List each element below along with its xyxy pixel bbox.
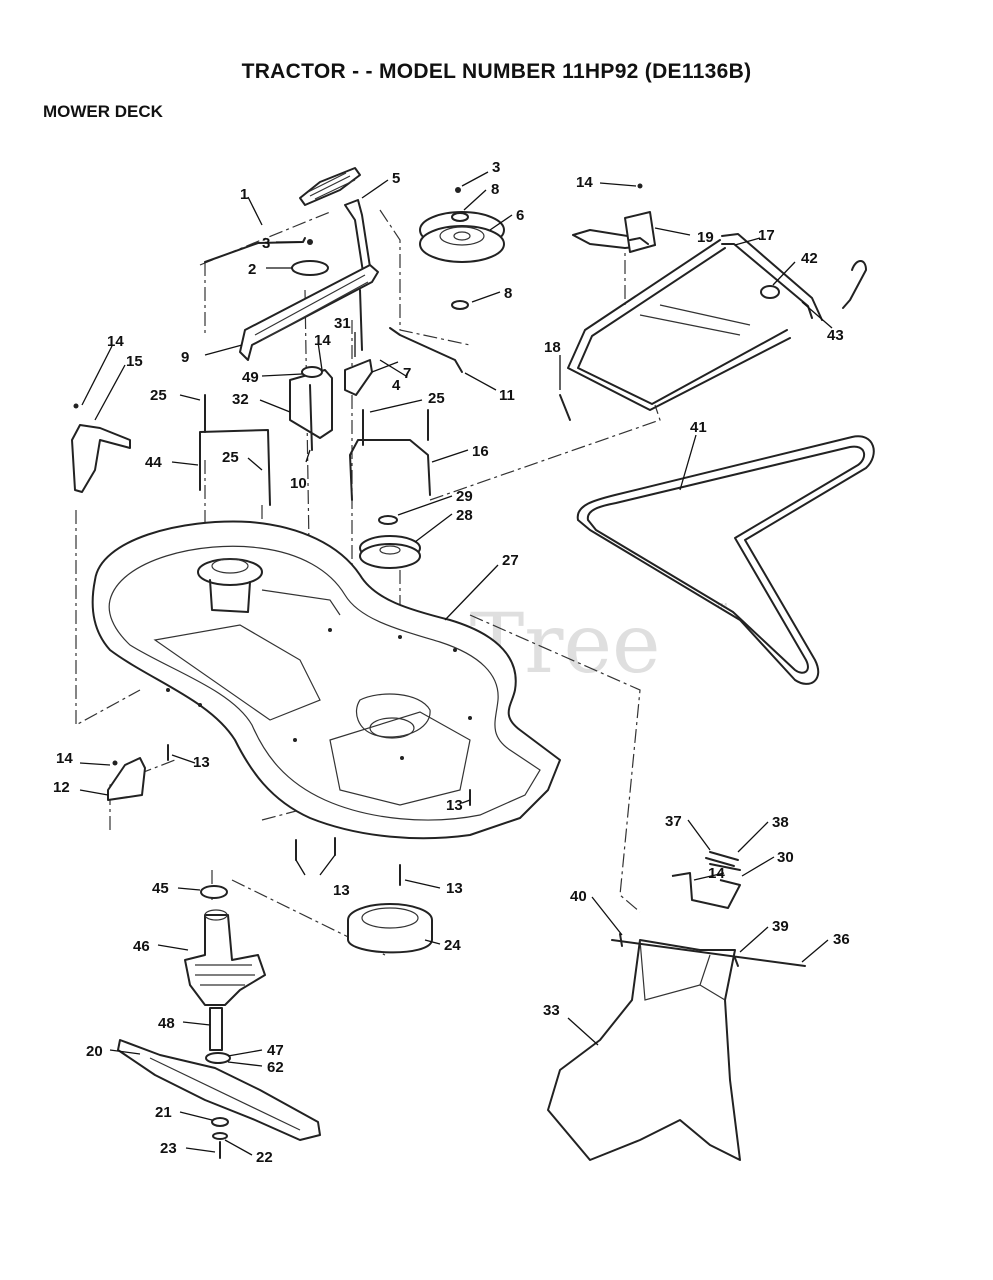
part-washer	[291, 239, 329, 276]
callout-16: 16	[472, 443, 489, 460]
callout-4: 4	[392, 377, 401, 394]
callout-24: 24	[444, 937, 461, 954]
callout-11: 11	[499, 387, 515, 404]
callout-47: 47	[267, 1042, 284, 1059]
callout-21: 21	[155, 1104, 172, 1121]
part-engagement-lever	[239, 199, 379, 361]
callout-labels: 1 2 3 3 5 8 6 8 9 31 14 49 7 4 11 14 15 …	[53, 159, 850, 1166]
callout-41: 41	[690, 419, 707, 436]
callout-31: 31	[334, 315, 351, 332]
callout-25: 25	[222, 449, 239, 466]
part-drive-belt	[576, 435, 875, 685]
callout-38: 38	[772, 814, 789, 831]
part-lift-rod	[572, 183, 656, 253]
callout-42: 42	[801, 250, 818, 267]
part-spindle-housing	[184, 885, 266, 1006]
part-bearing-housing	[347, 903, 433, 954]
callout-13: 13	[446, 797, 463, 814]
callout-3: 3	[262, 235, 270, 252]
callout-28: 28	[456, 507, 473, 524]
callout-22: 22	[256, 1149, 273, 1166]
callout-49: 49	[242, 369, 259, 386]
callout-20: 20	[86, 1043, 103, 1060]
callout-27: 27	[502, 552, 519, 569]
callout-37: 37	[665, 813, 682, 830]
callout-43: 43	[827, 327, 844, 344]
callout-29: 29	[456, 488, 473, 505]
part-grass-bag	[547, 939, 741, 1161]
part-idler-pulley	[419, 187, 505, 310]
callout-14: 14	[56, 750, 73, 767]
callout-25: 25	[428, 390, 445, 407]
diagram-title: TRACTOR - - MODEL NUMBER 11HP92 (DE1136B…	[241, 60, 752, 83]
callout-8: 8	[491, 181, 499, 198]
callout-13: 13	[333, 882, 350, 899]
part-rear-link-rod	[349, 409, 431, 501]
callout-8: 8	[504, 285, 512, 302]
leader-lines	[79, 171, 833, 1156]
callout-7: 7	[403, 365, 411, 382]
callout-48: 48	[158, 1015, 175, 1032]
callout-10: 10	[290, 475, 307, 492]
part-hex-bolts	[167, 744, 471, 886]
callout-5: 5	[392, 170, 400, 187]
part-belt-keeper-rod	[389, 327, 463, 373]
section-title: MOWER DECK	[43, 102, 163, 121]
callout-36: 36	[833, 931, 850, 948]
callout-1: 1	[240, 186, 248, 203]
part-bag-hinge-bracket	[671, 851, 741, 909]
callout-12: 12	[53, 779, 70, 796]
callout-40: 40	[570, 888, 587, 905]
callout-14: 14	[314, 332, 331, 349]
callout-2: 2	[248, 261, 256, 278]
part-deck-hanger-bracket	[71, 403, 131, 493]
part-deck-cover-plate	[204, 167, 361, 263]
part-mower-blade	[117, 1039, 321, 1159]
callout-3: 3	[492, 159, 500, 176]
part-spindle-shaft	[205, 1007, 231, 1064]
callout-18: 18	[544, 339, 561, 356]
callout-14: 14	[576, 174, 593, 191]
callout-14: 14	[107, 333, 124, 350]
part-front-hanger-bracket	[107, 757, 146, 801]
callout-19: 19	[697, 229, 714, 246]
part-blade-pulley	[359, 515, 421, 569]
part-hinge-rod	[611, 933, 806, 967]
callout-33: 33	[543, 1002, 560, 1019]
callout-13: 13	[193, 754, 210, 771]
callout-14: 14	[708, 865, 725, 882]
callout-46: 46	[133, 938, 150, 955]
part-mower-deck-housing	[91, 520, 561, 840]
callout-44: 44	[145, 454, 162, 471]
callout-17: 17	[758, 227, 775, 244]
part-deflector-frame	[559, 233, 867, 421]
callout-30: 30	[777, 849, 794, 866]
part-front-link-rod	[199, 394, 271, 506]
callout-25: 25	[150, 387, 167, 404]
callout-13: 13	[446, 880, 463, 897]
callout-45: 45	[152, 880, 169, 897]
callout-32: 32	[232, 391, 249, 408]
callout-39: 39	[772, 918, 789, 935]
callout-23: 23	[160, 1140, 177, 1157]
callout-15: 15	[126, 353, 143, 370]
callout-6: 6	[516, 207, 524, 224]
callout-62: 62	[267, 1059, 284, 1076]
part-idler-bracket	[289, 359, 373, 451]
callout-9: 9	[181, 349, 189, 366]
